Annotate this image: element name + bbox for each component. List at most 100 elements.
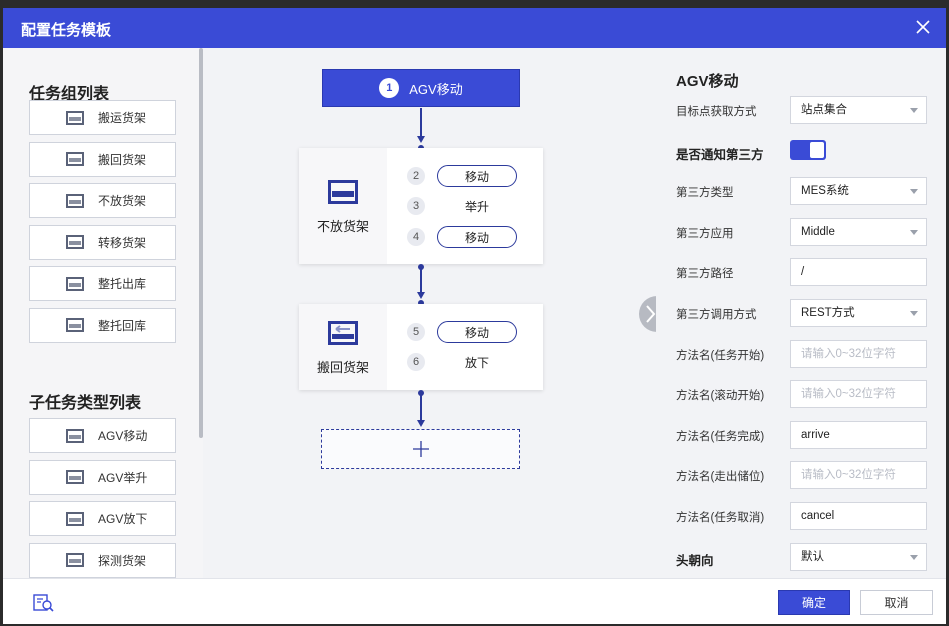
detect-shelf-icon: [66, 553, 84, 567]
panel-title: AGV移动: [676, 73, 739, 90]
arrow-down-icon: [417, 136, 425, 143]
field-row: 方法名(任务完成) arrive: [676, 420, 928, 449]
step-number: 5: [407, 323, 425, 341]
notify-third-party-toggle[interactable]: [790, 139, 826, 160]
flow-step[interactable]: 4 移动: [407, 225, 517, 249]
step-pill[interactable]: 移动: [437, 321, 517, 343]
field-row: 头朝向默认: [676, 542, 928, 571]
field-label: 第三方调用方式: [676, 309, 757, 321]
field-input[interactable]: 请输入0~32位字符: [790, 380, 927, 409]
search-list-icon[interactable]: [33, 593, 55, 613]
chevron-right-icon: [646, 305, 656, 323]
step-number: 3: [407, 197, 425, 215]
step-pill[interactable]: 移动: [437, 165, 517, 187]
field-value: 默认: [801, 550, 824, 563]
connector-dot: [418, 300, 424, 306]
field-select[interactable]: 站点集合: [790, 96, 927, 124]
field-value: MES系统: [801, 185, 849, 198]
cancel-button[interactable]: 取消: [860, 590, 933, 615]
close-icon[interactable]: [914, 18, 932, 36]
group-header: 不放货架: [299, 148, 387, 264]
left-panel: 任务组列表 搬运货架搬回货架不放货架转移货架整托出库整托回库 子任务类型列表 A…: [3, 48, 203, 578]
dialog-titlebar: 配置任务模板: [3, 8, 946, 48]
field-input[interactable]: cancel: [790, 502, 927, 530]
subtask-type-item[interactable]: AGV举升: [29, 459, 176, 495]
field-select[interactable]: MES系统: [790, 177, 927, 206]
field-row: 方法名(任务取消)cancel: [676, 502, 928, 530]
task-group-item[interactable]: 转移货架: [29, 224, 176, 260]
field-row: 方法名(滚动开始) 请输入0~32位字符: [676, 380, 928, 409]
group-label: 搬回货架: [316, 359, 369, 375]
chevron-down-icon: [910, 229, 918, 235]
subtask-type-item-label: 探测货架: [98, 553, 147, 568]
flow-step[interactable]: 2 移动: [407, 164, 517, 188]
field-value: 站点集合: [801, 104, 847, 116]
task-group-list-title: 任务组列表: [29, 86, 110, 103]
flow-step[interactable]: 5 移动: [407, 320, 517, 344]
field-value: cancel: [801, 510, 835, 522]
step-number: 1: [379, 78, 400, 98]
field-label: 目标点获取方式: [676, 106, 757, 118]
field-row: 第三方调用方式 REST方式: [676, 299, 928, 327]
field-input[interactable]: arrive: [790, 420, 927, 449]
config-task-template-dialog: 配置任务模板 任务组列表 搬运货架搬回货架不放货架转移货架整托出库整托回库 子任…: [3, 8, 946, 624]
left-scrollbar[interactable]: [199, 48, 203, 438]
no-drop-shelf-icon: [66, 193, 84, 208]
collapse-panel-button[interactable]: [639, 296, 661, 332]
task-group-item[interactable]: 搬运货架: [29, 100, 176, 135]
chevron-down-icon: [910, 108, 918, 113]
field-placeholder: 请输入0~32位字符: [801, 388, 896, 401]
subtask-type-item-label: AGV移动: [98, 429, 148, 443]
field-label: 方法名(走出储位): [676, 471, 765, 484]
flow-group-no-drop-shelf[interactable]: 不放货架 2 移动 3 举升 4 移动: [299, 148, 543, 264]
transfer-shelf-icon: [66, 235, 84, 249]
flow-step[interactable]: 6 放下: [407, 350, 517, 374]
dialog-title: 配置任务模板: [21, 22, 112, 39]
subtask-type-item[interactable]: AGV放下: [29, 501, 176, 536]
task-group-item-label: 不放货架: [98, 194, 147, 208]
task-group-item[interactable]: 搬回货架: [29, 141, 176, 177]
subtask-type-item[interactable]: AGV移动: [29, 418, 176, 453]
field-select[interactable]: Middle: [790, 217, 927, 246]
task-group-item-label: 搬回货架: [98, 152, 147, 167]
subtask-type-item[interactable]: 探测货架: [29, 542, 176, 578]
group-header: 搬回货架: [299, 304, 387, 390]
field-select[interactable]: REST方式: [790, 299, 927, 327]
chevron-down-icon: [910, 311, 918, 316]
carry-shelf-icon: [66, 110, 84, 125]
task-group-item-label: 整托出库: [98, 277, 147, 291]
flow-group-return-shelf[interactable]: 搬回货架 5 移动 6 放下: [299, 304, 543, 390]
field-input[interactable]: 请输入0~32位字符: [790, 339, 927, 368]
subtask-type-item-label: AGV举升: [98, 470, 148, 485]
return-shelf-icon: [66, 152, 84, 166]
no-drop-shelf-icon: [328, 179, 358, 204]
pallet-out-icon: [66, 276, 84, 291]
field-row: 方法名(走出储位) 请输入0~32位字符: [676, 461, 928, 490]
confirm-button[interactable]: 确定: [778, 590, 850, 615]
step-label: 放下: [464, 355, 489, 370]
agv-lift-icon: [66, 470, 84, 484]
field-input[interactable]: 请输入0~32位字符: [790, 461, 927, 490]
flow-node-label: AGV移动: [409, 81, 463, 97]
arrow-down-icon: [417, 420, 425, 427]
field-input[interactable]: /: [790, 258, 927, 287]
step-number: 6: [407, 353, 425, 371]
field-select[interactable]: 默认: [790, 542, 927, 571]
task-group-item[interactable]: 不放货架: [29, 183, 176, 218]
arrow-down-icon: [417, 292, 425, 299]
field-label: 方法名(任务完成): [676, 430, 765, 443]
add-step-button[interactable]: [321, 429, 520, 469]
flow-node-agv-move[interactable]: 1 AGV移动: [322, 69, 520, 107]
step-pill[interactable]: 移动: [437, 226, 517, 248]
step-number: 2: [407, 167, 425, 185]
field-placeholder: 请输入0~32位字符: [801, 469, 896, 482]
group-label: 不放货架: [316, 218, 369, 234]
chevron-down-icon: [910, 189, 918, 195]
flow-connector: [420, 266, 422, 294]
task-group-item[interactable]: 整托回库: [29, 307, 176, 343]
field-label: 方法名(滚动开始): [676, 390, 765, 403]
task-group-item[interactable]: 整托出库: [29, 266, 176, 301]
chevron-down-icon: [910, 554, 918, 560]
flow-step[interactable]: 3 举升: [407, 194, 517, 218]
